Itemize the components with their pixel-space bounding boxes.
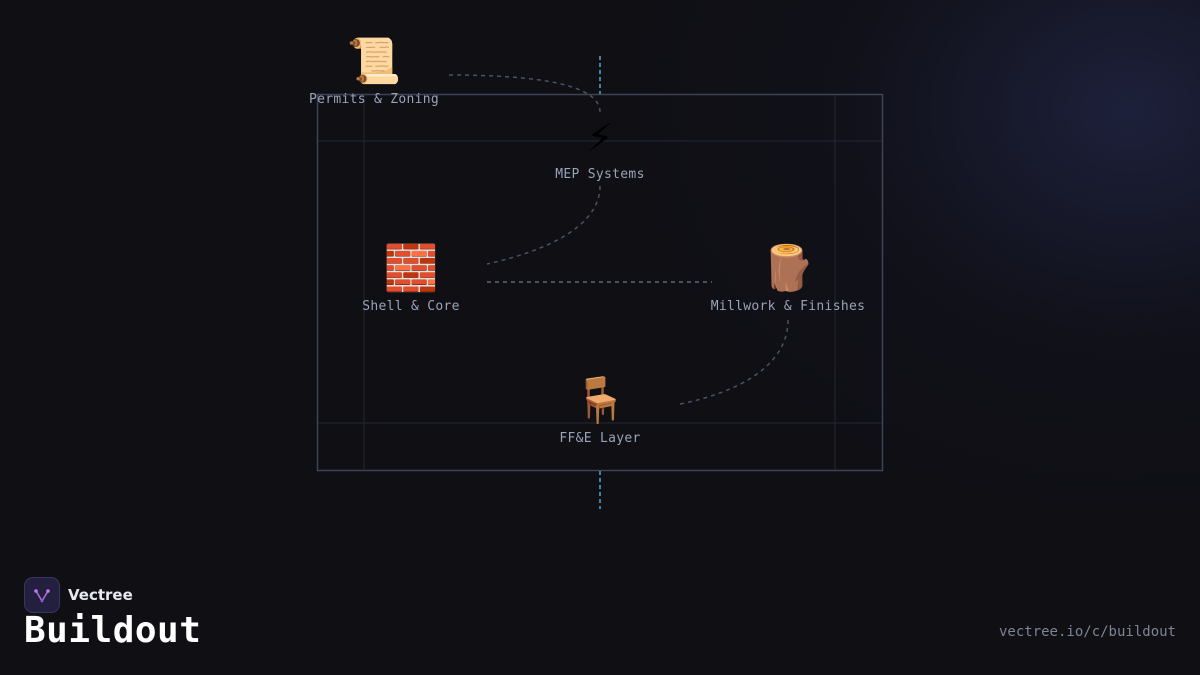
connector-mep-shell bbox=[486, 185, 601, 265]
node-label: Permits & Zoning bbox=[308, 92, 440, 107]
chair-icon: 🪑 bbox=[572, 375, 628, 426]
node-permits[interactable]: 📜 Permits & Zoning bbox=[309, 36, 439, 107]
lightning-icon: ⚡ bbox=[586, 111, 614, 162]
brick-icon: 🧱 bbox=[383, 243, 439, 294]
scroll-icon: 📜 bbox=[346, 36, 402, 87]
brand[interactable]: Vectree bbox=[24, 577, 133, 613]
vectree-logo-icon bbox=[24, 577, 60, 613]
node-label: Millwork & Finishes bbox=[710, 299, 866, 314]
node-millwork[interactable]: 🪵 Millwork & Finishes bbox=[711, 243, 865, 314]
node-shell[interactable]: 🧱 Shell & Core bbox=[362, 243, 460, 314]
node-ffe[interactable]: 🪑 FF&E Layer bbox=[559, 375, 640, 446]
frame-border bbox=[316, 93, 884, 472]
node-label: Shell & Core bbox=[362, 299, 460, 314]
wood-log-icon: 🪵 bbox=[760, 243, 816, 294]
connector-permits-mep bbox=[448, 74, 601, 113]
node-label: FF&E Layer bbox=[559, 431, 641, 446]
brand-name: Vectree bbox=[68, 586, 133, 604]
page-title: Buildout bbox=[24, 610, 202, 651]
node-label: MEP Systems bbox=[555, 167, 645, 182]
page-url[interactable]: vectree.io/c/buildout bbox=[998, 624, 1176, 640]
node-mep[interactable]: ⚡ MEP Systems bbox=[555, 111, 644, 182]
connector-millwork-ffe bbox=[679, 319, 789, 405]
